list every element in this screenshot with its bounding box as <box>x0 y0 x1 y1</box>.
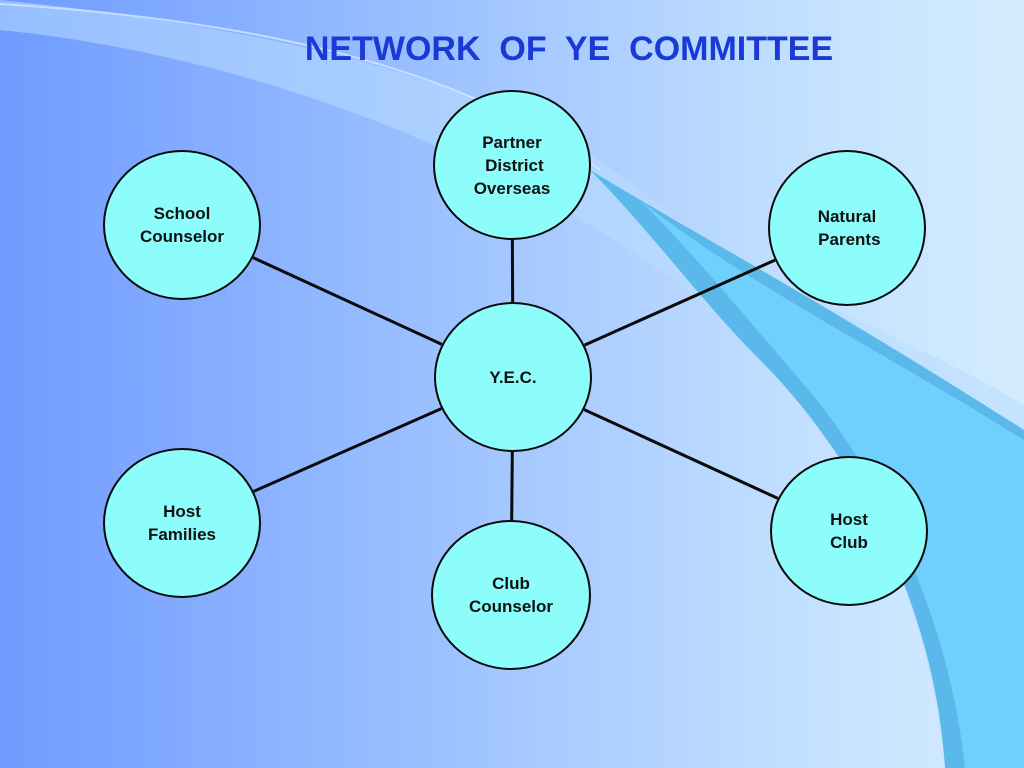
node-label-partner-district-overseas: Partner District Overseas <box>473 132 551 198</box>
node-host-families: Host Families <box>103 448 261 598</box>
link-yec-natural-parents <box>583 258 776 347</box>
node-school-counselor: School Counselor <box>103 150 261 300</box>
node-natural-parents: Natural Parents <box>768 150 926 306</box>
node-partner-district-overseas: Partner District Overseas <box>433 90 591 240</box>
node-label-host-families: Host Families <box>147 502 217 544</box>
slide-title: NETWORK OF YE COMMITTEE <box>304 30 834 68</box>
node-label-school-counselor: School Counselor <box>139 204 225 246</box>
node-yec: Y.E.C. <box>434 302 592 452</box>
swoosh-bright-band <box>640 200 1024 768</box>
node-host-club: Host Club <box>770 456 928 606</box>
link-yec-school-counselor <box>252 256 443 346</box>
node-label-club-counselor: Club Counselor <box>468 574 554 616</box>
node-club-counselor: Club Counselor <box>431 520 591 670</box>
node-label-natural-parents: Natural Parents <box>817 207 881 249</box>
link-yec-club-counselor <box>510 451 514 521</box>
node-label-host-club: Host Club <box>830 510 868 552</box>
link-yec-host-families <box>253 407 442 493</box>
link-yec-host-club <box>583 408 779 500</box>
node-label-yec: Y.E.C. <box>489 367 537 387</box>
